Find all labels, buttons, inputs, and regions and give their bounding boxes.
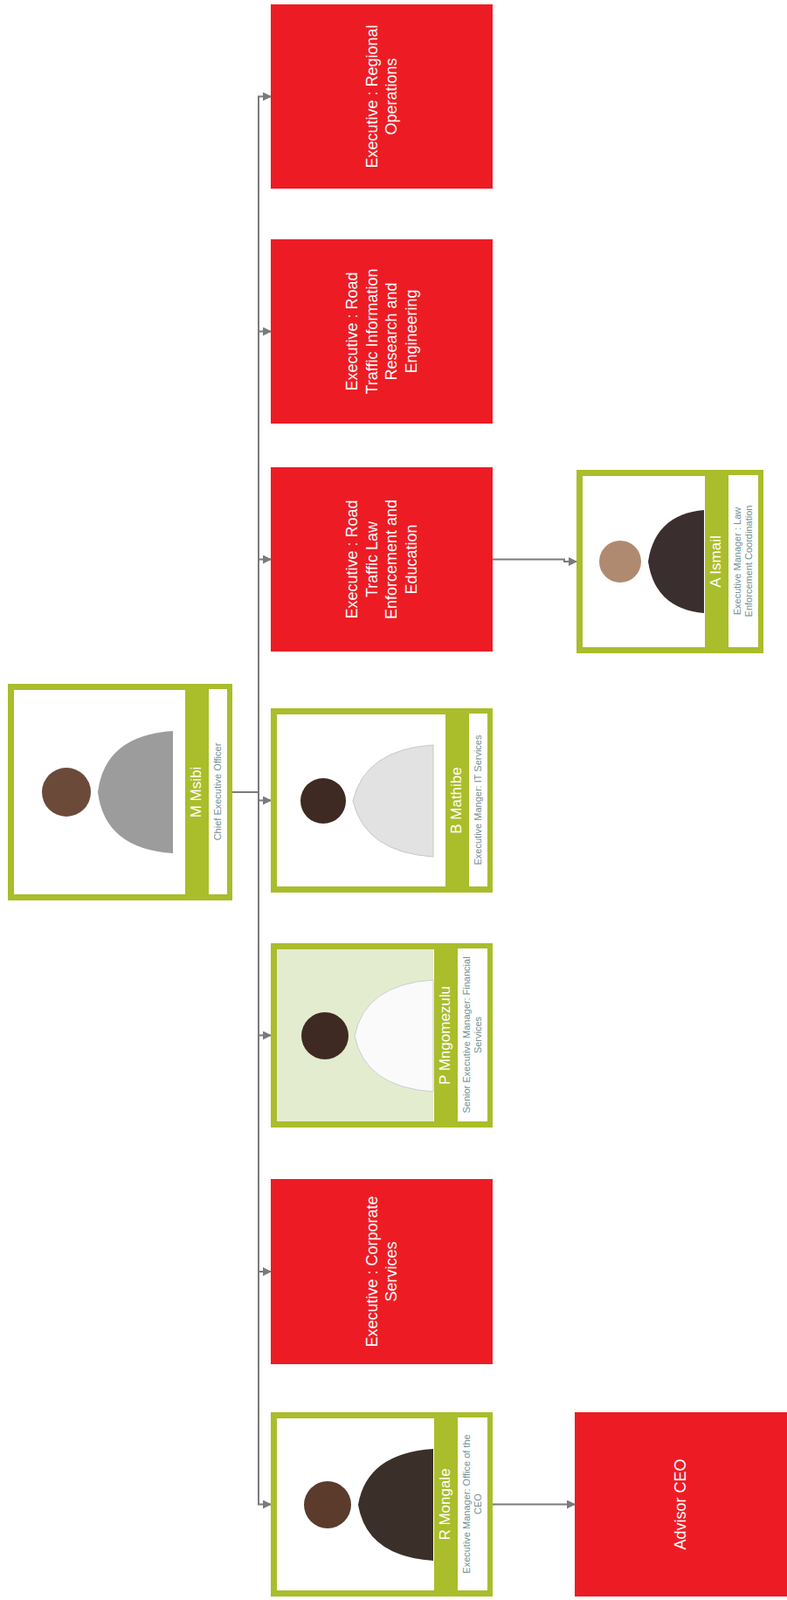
mongale-photo <box>276 1418 434 1591</box>
job-title-tab: Chief Executive Officer <box>208 683 233 895</box>
reporting-line <box>492 1504 575 1506</box>
job-title-tab: Executive Manager : Law Enforcement Coor… <box>728 469 764 648</box>
job-title: Executive Manager: Office of the CEO <box>461 1422 484 1586</box>
person-name: R Mongale <box>434 1418 458 1591</box>
reporting-line <box>232 96 271 794</box>
job-title-tab: Executive Manger: IT Services <box>469 708 493 887</box>
reporting-line <box>492 559 577 563</box>
photo-window <box>276 714 446 887</box>
person-name: A Ismail <box>704 476 729 648</box>
reporting-line <box>232 331 271 794</box>
job-title-tab: Senior Executive Manager: Financial Serv… <box>457 943 493 1122</box>
mathibe-photo <box>276 714 434 887</box>
position-box: Executive : Road Traffic Law Enforcement… <box>270 467 493 652</box>
photo-window <box>276 949 435 1122</box>
person-card: A IsmailExecutive Manager : Law Enforcem… <box>576 469 764 654</box>
job-title-tab: Executive Manager: Office of the CEO <box>457 1412 493 1591</box>
position-box: Advisor CEO <box>574 1412 787 1597</box>
position-title: Executive : Regional Operations <box>362 20 402 173</box>
ceo-photo <box>13 690 173 895</box>
reporting-line <box>232 792 271 1036</box>
job-title: Executive Manger: IT Services <box>472 718 484 882</box>
reporting-line <box>232 559 271 794</box>
reporting-line <box>232 792 271 1505</box>
person-card: R MongaleExecutive Manager: Office of th… <box>270 1412 493 1597</box>
photo-window <box>13 690 186 895</box>
position-box: Executive : Corporate Services <box>270 1179 493 1365</box>
mngomezulu-photo <box>276 949 434 1122</box>
person-name: B Mathibe <box>445 714 470 887</box>
job-title: Executive Manager : Law Enforcement Coor… <box>731 480 755 643</box>
position-box: Executive : Regional Operations <box>270 4 493 189</box>
position-box: Executive : Road Traffic Information Res… <box>270 239 493 424</box>
position-title: Executive : Road Traffic Law Enforcement… <box>342 483 422 636</box>
position-title: Executive : Road Traffic Information Res… <box>342 255 422 408</box>
photo-window <box>276 1418 435 1591</box>
position-title: Advisor CEO <box>670 1458 691 1550</box>
job-title: Chief Executive Officer <box>212 694 224 890</box>
reporting-line <box>232 792 271 1272</box>
position-title: Executive : Corporate Services <box>362 1194 402 1349</box>
person-card: M MsibiChief Executive Officer <box>7 683 233 901</box>
photo-window <box>582 476 705 648</box>
person-name: M Msibi <box>185 690 209 895</box>
job-title: Senior Executive Manager: Financial Serv… <box>461 953 484 1117</box>
reporting-line <box>232 792 271 801</box>
ismail-photo <box>582 476 705 648</box>
person-card: P MngomezuluSenior Executive Manager: Fi… <box>270 943 493 1128</box>
person-name: P Mngomezulu <box>434 949 458 1122</box>
person-card: B MathibeExecutive Manger: IT Services <box>270 708 493 893</box>
